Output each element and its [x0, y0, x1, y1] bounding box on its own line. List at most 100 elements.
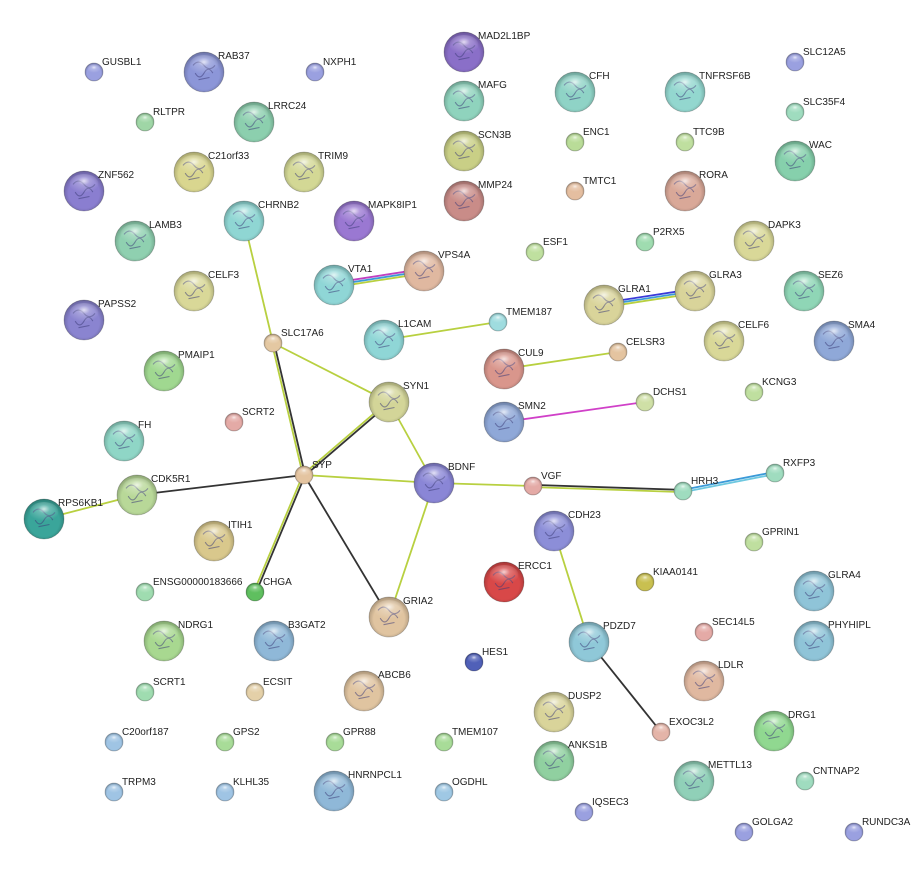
node-PAPSS2[interactable]: PAPSS2 — [63, 299, 137, 341]
node-MMP24[interactable]: MMP24 — [443, 180, 513, 222]
node-TMEM107[interactable]: TMEM107 — [434, 727, 499, 752]
node-P2RX5[interactable]: P2RX5 — [635, 227, 685, 252]
node-MAPK8IP1[interactable]: MAPK8IP1 — [333, 200, 417, 242]
node-GLRA1[interactable]: GLRA1 — [583, 284, 651, 326]
node-SYN1[interactable]: SYN1 — [368, 381, 430, 423]
node-HES1[interactable]: HES1 — [464, 647, 509, 672]
node-LRRC24[interactable]: LRRC24 — [233, 101, 307, 143]
node-C21orf33[interactable]: C21orf33 — [173, 151, 250, 193]
node-SMA4[interactable]: SMA4 — [813, 320, 876, 362]
node-SEZ6[interactable]: SEZ6 — [783, 270, 843, 312]
node-METTL13[interactable]: METTL13 — [673, 760, 752, 802]
node-ECSIT[interactable]: ECSIT — [245, 677, 292, 702]
node-CELSR3[interactable]: CELSR3 — [608, 337, 665, 362]
node-CNTNAP2[interactable]: CNTNAP2 — [795, 766, 860, 791]
node-MAFG[interactable]: MAFG — [443, 80, 507, 122]
node-CELF3[interactable]: CELF3 — [173, 270, 240, 312]
node-BDNF[interactable]: BDNF — [413, 462, 475, 504]
node-OGDHL[interactable]: OGDHL — [434, 777, 488, 802]
node-SMN2[interactable]: SMN2 — [483, 401, 546, 443]
node-RUNDC3A[interactable]: RUNDC3A — [844, 817, 911, 842]
node-HNRNPCL1[interactable]: HNRNPCL1 — [313, 770, 402, 812]
node-DUSP2[interactable]: DUSP2 — [533, 691, 602, 733]
node-CUL9[interactable]: CUL9 — [483, 348, 544, 390]
node-RLTPR[interactable]: RLTPR — [135, 107, 185, 132]
node-VTA1[interactable]: VTA1 — [313, 264, 373, 306]
edge-SMN2-DCHS1[interactable] — [503, 401, 646, 423]
node-TMTC1[interactable]: TMTC1 — [565, 176, 617, 201]
edge-CHRNB2-SLC17A6[interactable] — [243, 220, 274, 344]
node-VPS4A[interactable]: VPS4A — [403, 250, 471, 292]
node-CFH[interactable]: CFH — [554, 71, 610, 113]
node-SLC12A5[interactable]: SLC12A5 — [785, 47, 846, 72]
node-ITIH1[interactable]: ITIH1 — [193, 520, 253, 562]
node-CDH23[interactable]: CDH23 — [533, 510, 601, 552]
node-CHGA[interactable]: CHGA — [245, 577, 292, 602]
node-LAMB3[interactable]: LAMB3 — [114, 220, 182, 262]
node-TMEM187[interactable]: TMEM187 — [488, 307, 553, 332]
node-TRIM9[interactable]: TRIM9 — [283, 151, 348, 193]
node-GPRIN1[interactable]: GPRIN1 — [744, 527, 800, 552]
node-ABCB6[interactable]: ABCB6 — [343, 670, 411, 712]
node-ZNF562[interactable]: ZNF562 — [63, 170, 135, 212]
node-PMAIP1[interactable]: PMAIP1 — [143, 350, 215, 392]
node-DAPK3[interactable]: DAPK3 — [733, 220, 801, 262]
node-ENSG00000183666[interactable]: ENSG00000183666 — [135, 577, 243, 602]
node-TRPM3[interactable]: TRPM3 — [104, 777, 156, 802]
node-NXPH1[interactable]: NXPH1 — [305, 57, 357, 82]
edge-HRH3-RXFP3[interactable] — [682, 471, 776, 493]
node-SLC35F4[interactable]: SLC35F4 — [785, 97, 846, 122]
node-PDZD7[interactable]: PDZD7 — [568, 621, 636, 663]
node-CDK5R1[interactable]: CDK5R1 — [116, 474, 191, 516]
node-RPS6KB1[interactable]: RPS6KB1 — [23, 498, 103, 540]
node-MAD2L1BP[interactable]: MAD2L1BP — [443, 31, 531, 73]
node-TTC9B[interactable]: TTC9B — [675, 127, 725, 152]
node-DRG1[interactable]: DRG1 — [753, 710, 816, 752]
node-SLC17A6[interactable]: SLC17A6 — [263, 328, 324, 353]
node-ESF1[interactable]: ESF1 — [525, 237, 568, 262]
node-PHYHIPL[interactable]: PHYHIPL — [793, 620, 871, 662]
node-KLHL35[interactable]: KLHL35 — [215, 777, 270, 802]
node-KIAA0141[interactable]: KIAA0141 — [635, 567, 698, 592]
node-GRIA2[interactable]: GRIA2 — [368, 596, 433, 638]
edge-BDNF-GRIA2[interactable] — [388, 482, 435, 618]
node-C20orf187[interactable]: C20orf187 — [104, 727, 169, 752]
node-CELF6[interactable]: CELF6 — [703, 320, 770, 362]
node-SCRT2[interactable]: SCRT2 — [224, 407, 275, 432]
node-SCRT1[interactable]: SCRT1 — [135, 677, 186, 702]
edge-SLC17A6-SYP[interactable] — [271, 342, 306, 476]
node-RXFP3[interactable]: RXFP3 — [765, 458, 816, 483]
node-HRH3[interactable]: HRH3 — [673, 476, 719, 501]
node-VGF[interactable]: VGF — [523, 471, 562, 496]
edge-SYP-CHGA[interactable] — [253, 474, 306, 593]
node-GUSBL1[interactable]: GUSBL1 — [84, 57, 142, 82]
node-GOLGA2[interactable]: GOLGA2 — [734, 817, 794, 842]
node-EXOC3L2[interactable]: EXOC3L2 — [651, 717, 714, 742]
node-GPS2[interactable]: GPS2 — [215, 727, 260, 752]
node-TNFRSF6B[interactable]: TNFRSF6B — [664, 71, 751, 113]
node-SYP[interactable]: SYP — [294, 460, 332, 485]
node-FH[interactable]: FH — [103, 420, 151, 462]
node-NDRG1[interactable]: NDRG1 — [143, 620, 213, 662]
edge-SYP-BDNF[interactable] — [303, 474, 435, 484]
node-SEC14L5[interactable]: SEC14L5 — [694, 617, 755, 642]
node-RAB37[interactable]: RAB37 — [183, 51, 250, 93]
node-LDLR[interactable]: LDLR — [683, 660, 744, 702]
edge-SYP-CDK5R1[interactable] — [136, 474, 305, 496]
node-KCNG3[interactable]: KCNG3 — [744, 377, 797, 402]
node-L1CAM[interactable]: L1CAM — [363, 319, 431, 361]
node-SCN3B[interactable]: SCN3B — [443, 130, 512, 172]
node-RORA[interactable]: RORA — [664, 170, 728, 212]
edge-SLC17A6-SYN1[interactable] — [272, 342, 390, 403]
node-WAC[interactable]: WAC — [774, 140, 832, 182]
node-DCHS1[interactable]: DCHS1 — [635, 387, 687, 412]
node-IQSEC3[interactable]: IQSEC3 — [574, 797, 629, 822]
node-GPR88[interactable]: GPR88 — [325, 727, 376, 752]
node-GLRA4[interactable]: GLRA4 — [793, 570, 861, 612]
node-ENC1[interactable]: ENC1 — [565, 127, 610, 152]
node-GLRA3[interactable]: GLRA3 — [674, 270, 742, 312]
edge-VGF-HRH3[interactable] — [532, 484, 684, 493]
edge-SYP-GRIA2[interactable] — [303, 474, 390, 618]
node-ANKS1B[interactable]: ANKS1B — [533, 740, 608, 782]
node-ERCC1[interactable]: ERCC1 — [483, 561, 552, 603]
